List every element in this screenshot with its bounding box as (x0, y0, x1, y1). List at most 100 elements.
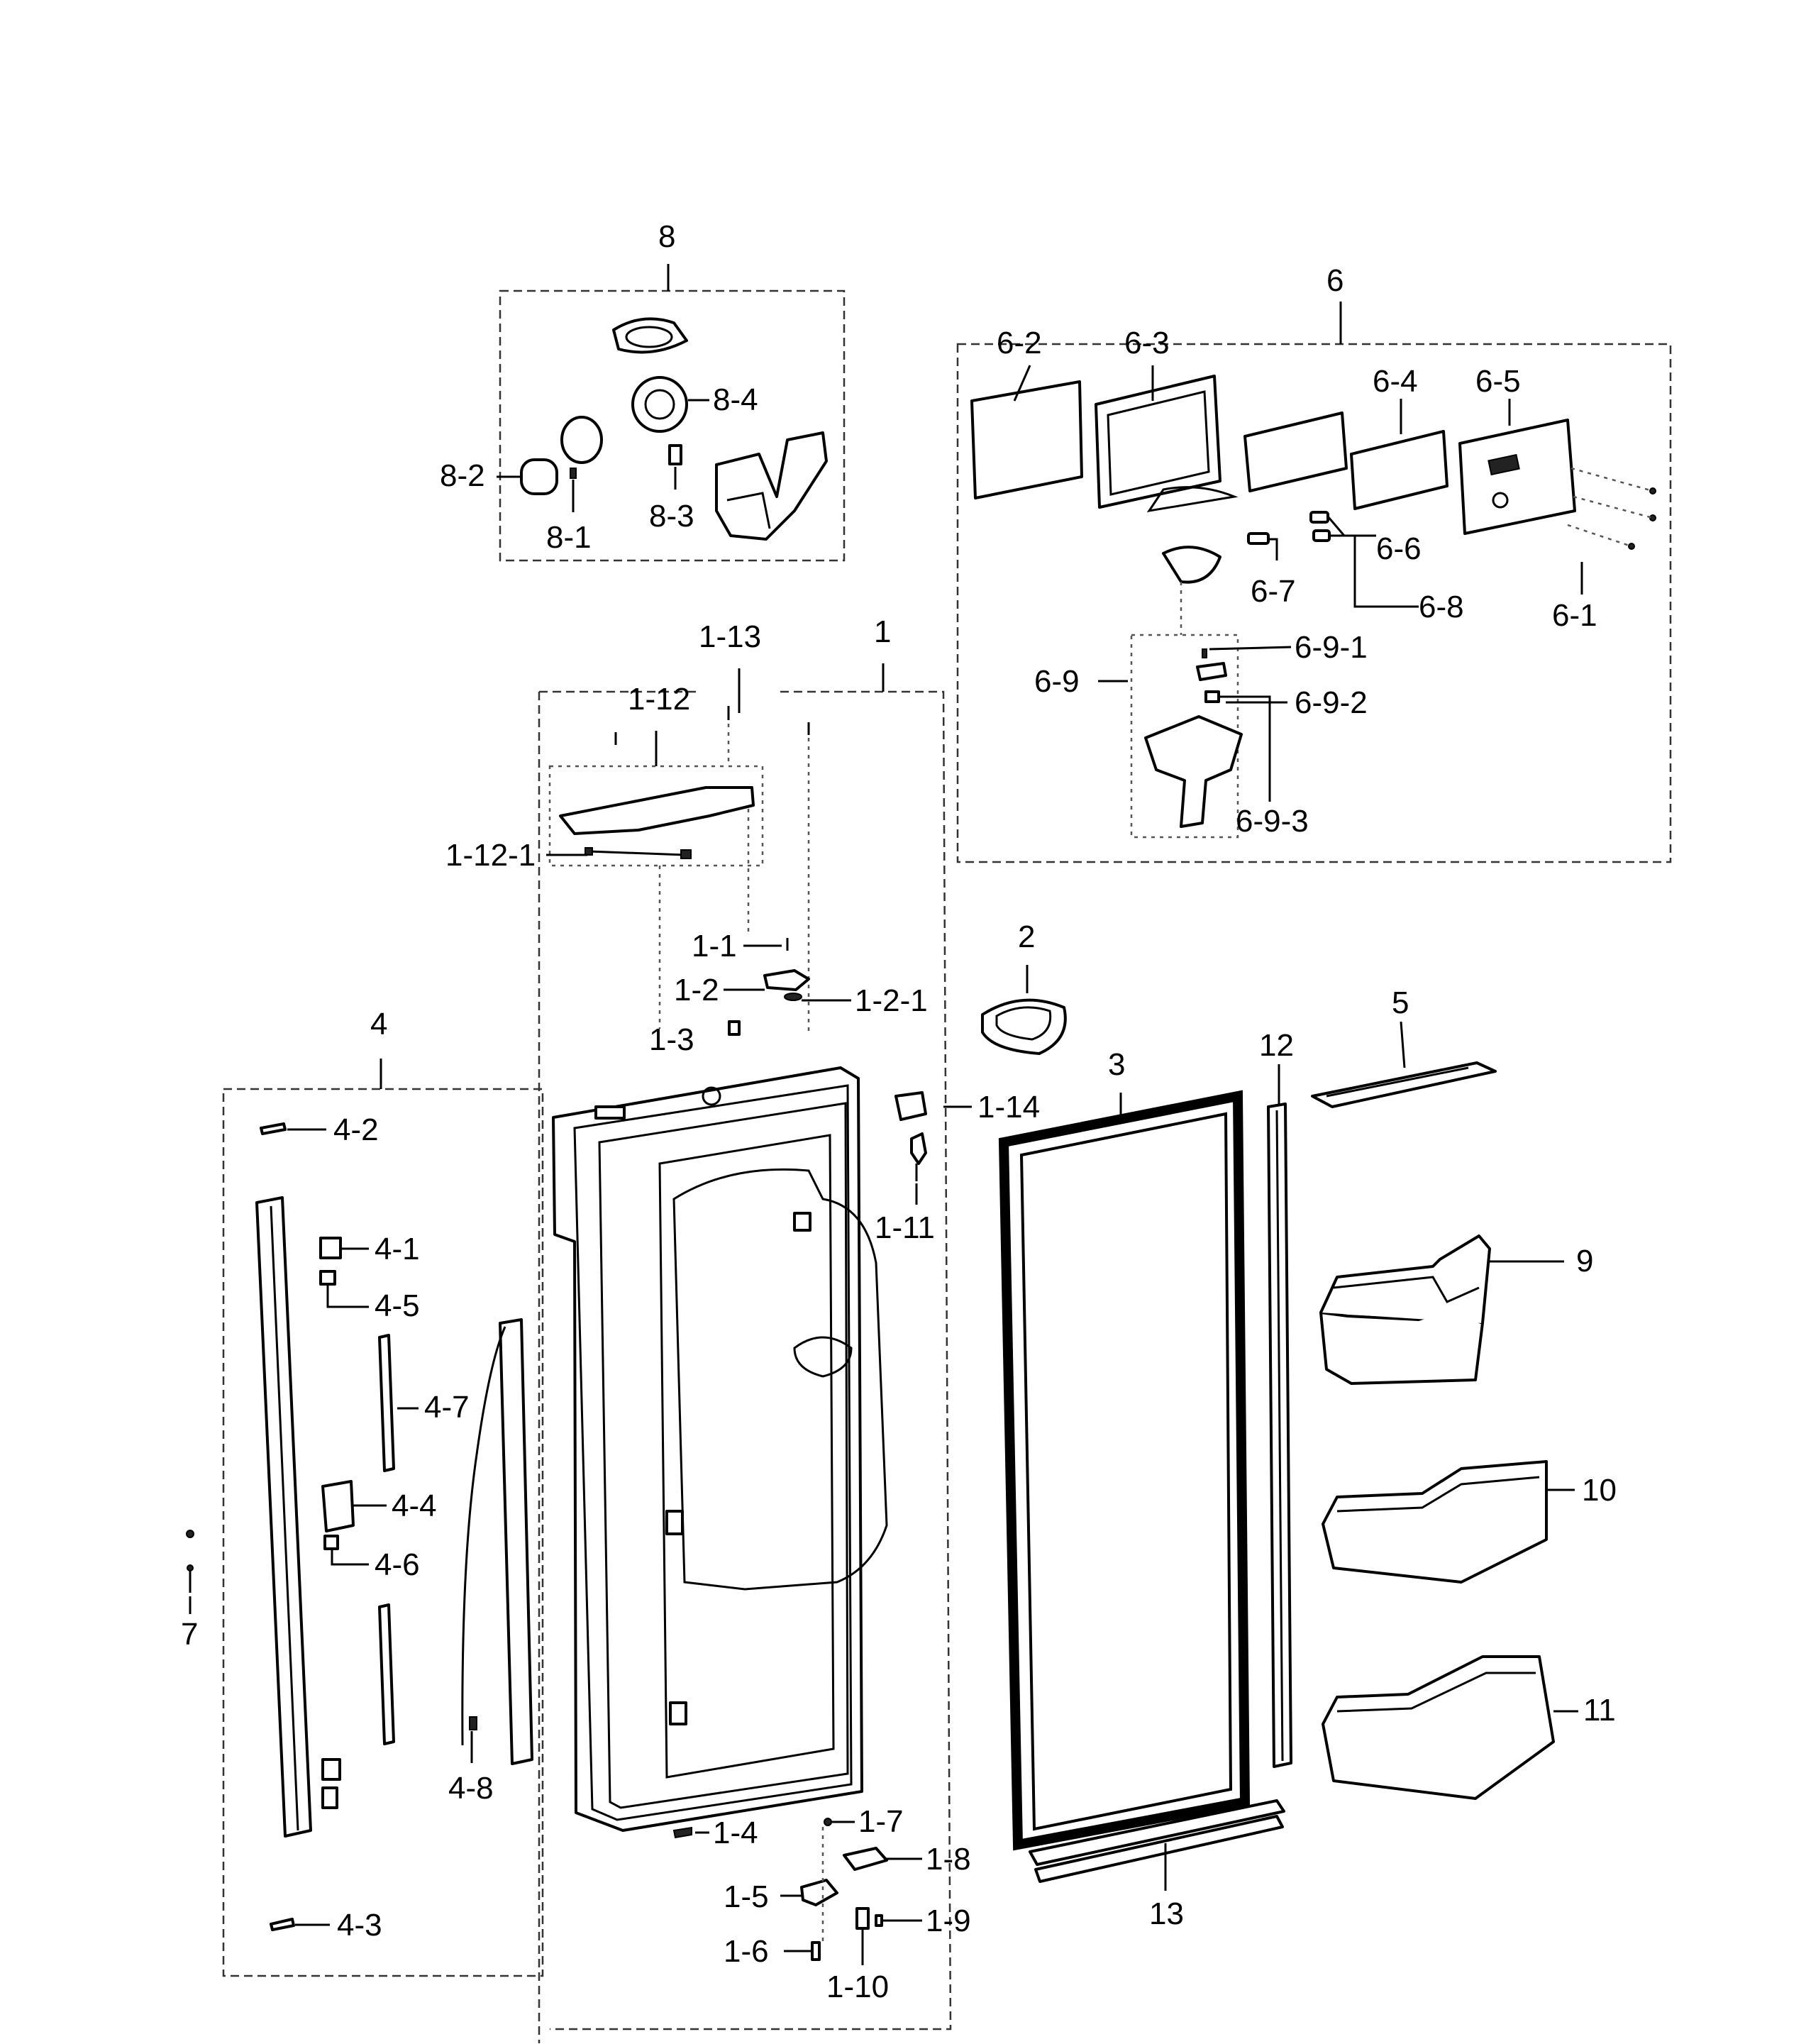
part-2-bushing[interactable]: 2 (981, 919, 1067, 1055)
part-12-strip[interactable]: 12 (1259, 1028, 1294, 1768)
label-12: 12 (1259, 1028, 1294, 1063)
part-6-9-3-spring[interactable] (1204, 690, 1220, 703)
label-4-2: 4-2 (333, 1112, 379, 1147)
part-7-screw[interactable] (186, 1530, 194, 1538)
label-1-2: 1-2 (674, 973, 719, 1007)
part-5-shelf-cover[interactable]: 5 (1311, 985, 1497, 1108)
part-1-5-hinge[interactable] (800, 1879, 838, 1906)
label-8: 8 (658, 219, 675, 254)
part-1-2-1-washer[interactable] (784, 993, 802, 1001)
part-4-5-clip[interactable] (319, 1270, 336, 1286)
label-6-6: 6-6 (1376, 531, 1422, 566)
group-6-dispenser-panel: 6 6-2 6-3 6-4 6-5 6-6 6-7 6-8 6-1 6-9 6-… (956, 263, 1672, 863)
label-1-2-1: 1-2-1 (855, 983, 928, 1018)
part-1-2-hinge[interactable] (763, 969, 810, 991)
label-13: 13 (1149, 1896, 1184, 1931)
label-4-3: 4-3 (337, 1908, 382, 1943)
part-1-3-bushing[interactable] (728, 1020, 741, 1036)
part-11-door-bin[interactable]: 11 (1322, 1655, 1616, 1800)
label-10: 10 (1582, 1473, 1617, 1508)
part-6-3-frame[interactable] (1095, 375, 1221, 509)
dispenser-lever-housing[interactable] (1144, 715, 1243, 828)
part-4-4-bracket[interactable] (321, 1480, 355, 1532)
label-2: 2 (1018, 919, 1035, 954)
label-1-8: 1-8 (926, 1842, 971, 1877)
label-4-8: 4-8 (448, 1771, 494, 1806)
part-8-3-switch[interactable] (668, 444, 682, 465)
part-8-1-pin[interactable] (570, 468, 577, 479)
label-3: 3 (1108, 1047, 1125, 1082)
label-7: 7 (181, 1617, 198, 1652)
part-1-4-pin[interactable] (672, 1826, 692, 1839)
motor-disc[interactable] (560, 416, 603, 464)
part-1-10-cam[interactable] (855, 1907, 870, 1930)
part-9-door-bin[interactable]: 9 (1319, 1234, 1593, 1385)
label-4-7: 4-7 (424, 1390, 470, 1425)
funnel-cover[interactable] (1162, 546, 1221, 584)
label-6: 6 (1326, 263, 1344, 298)
group-4-handle-assembly: 4 4-2 4-1 4-5 4-7 4-4 4-6 4-8 4-3 7 (181, 1007, 544, 1977)
part-4-3-pin[interactable] (270, 1918, 295, 1931)
label-1: 1 (874, 614, 891, 649)
label-1-7: 1-7 (858, 1804, 904, 1839)
label-4-6: 4-6 (375, 1547, 420, 1582)
group-1-door-assembly: 1 1-13 1-12 1-12-1 1-1 1-2 1-2-1 1-3 1-1… (445, 614, 1040, 2043)
door-body[interactable] (552, 1066, 863, 1832)
label-6-9-1: 6-9-1 (1295, 630, 1368, 665)
part-4-2-pin[interactable] (260, 1122, 287, 1135)
label-6-9-2: 6-9-2 (1295, 685, 1368, 720)
part-6-8-holder[interactable] (1312, 529, 1331, 542)
part-1-12-1-wire[interactable] (588, 850, 685, 856)
label-4-5: 4-5 (375, 1288, 420, 1323)
display-glass[interactable] (1243, 411, 1348, 492)
label-6-9: 6-9 (1034, 664, 1080, 699)
part-4-7-trim-lower[interactable] (378, 1603, 395, 1745)
part-3-door-gasket[interactable]: 3 (998, 1047, 1251, 1851)
label-6-4: 6-4 (1373, 364, 1418, 399)
label-5: 5 (1392, 985, 1409, 1020)
label-8-1: 8-1 (546, 520, 592, 555)
part-4-7-trim[interactable] (378, 1334, 395, 1472)
part-1-14-switch[interactable] (894, 1091, 927, 1121)
part-6-7-holder[interactable] (1247, 532, 1270, 545)
label-1-10: 1-10 (826, 1970, 889, 2004)
label-6-2: 6-2 (997, 326, 1042, 360)
part-8-4-motor[interactable] (631, 376, 688, 433)
label-6-9-3: 6-9-3 (1236, 804, 1309, 839)
part-1-12-hinge-cover[interactable] (559, 786, 755, 835)
label-1-4: 1-4 (713, 1816, 758, 1850)
dispenser-duct-housing[interactable] (715, 431, 828, 541)
part-6-5-pcb[interactable] (1458, 419, 1576, 535)
part-4-1-clip[interactable] (319, 1237, 342, 1259)
label-11: 11 (1583, 1693, 1616, 1728)
label-1-5: 1-5 (724, 1879, 769, 1914)
part-6-9-1-screw[interactable] (1202, 648, 1207, 658)
label-1-6: 1-6 (724, 1934, 769, 1969)
part-4-6-clip[interactable] (323, 1535, 339, 1550)
label-8-2: 8-2 (440, 458, 485, 493)
part-4-8-gasket[interactable] (499, 1318, 533, 1765)
part-8-2-gear[interactable] (520, 458, 558, 495)
label-8-3: 8-3 (649, 499, 694, 534)
group-8-dispenser-motor: 8 8-4 8-2 8-1 8-3 (440, 219, 846, 562)
part-1-7-cap[interactable] (824, 1818, 832, 1826)
part-6-6-sensor[interactable] (1309, 511, 1329, 524)
label-1-14: 1-14 (977, 1090, 1040, 1125)
label-9: 9 (1576, 1244, 1593, 1278)
label-1-12-1: 1-12-1 (445, 838, 536, 873)
part-1-9-pin[interactable] (875, 1914, 883, 1927)
part-1-8-hinge-plate[interactable] (843, 1847, 888, 1871)
label-1-13: 1-13 (699, 619, 761, 654)
label-6-8: 6-8 (1419, 590, 1464, 624)
part-6-2-panel[interactable] (970, 380, 1083, 499)
label-4-4: 4-4 (392, 1488, 437, 1523)
part-13-lower-strip[interactable]: 13 (1029, 1799, 1285, 1931)
label-1-9: 1-9 (926, 1904, 971, 1938)
part-1-6-bolt[interactable] (811, 1941, 821, 1961)
part-6-4-panel[interactable] (1350, 430, 1448, 510)
label-6-5: 6-5 (1475, 364, 1521, 399)
part-6-9-2-lever[interactable] (1196, 662, 1227, 681)
part-1-11-sensor[interactable] (910, 1132, 927, 1165)
part-10-door-bin[interactable]: 10 (1322, 1460, 1617, 1584)
